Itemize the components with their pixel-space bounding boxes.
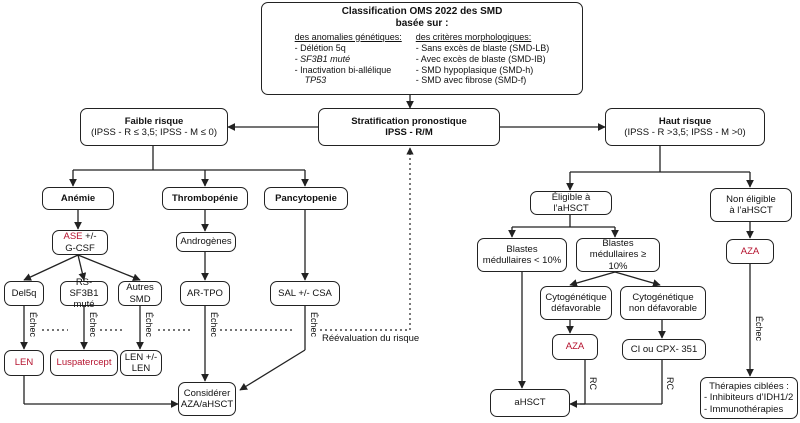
blastes-low-box: Blastes médullaires < 10% xyxy=(477,238,567,272)
classification-title: Classification OMS 2022 des SMD xyxy=(341,6,503,17)
considerer-line1: Considérer xyxy=(183,387,231,399)
echec-label: Échec xyxy=(209,312,219,338)
blastes-high-line2: médullaires ≥ 10% xyxy=(589,249,647,272)
non-eligible-line2: à l’aHSCT xyxy=(729,205,773,216)
blastes-high-line1: Blastes xyxy=(602,238,634,250)
ar-tpo-box: AR-TPO xyxy=(180,281,230,306)
autres-line2: SMD xyxy=(129,293,151,305)
genetic-item: - Inactivation bi-allélique xyxy=(294,64,392,75)
cyto-def-line2: défavorable xyxy=(551,303,601,314)
del5q-box: Del5q xyxy=(4,281,44,306)
therapies-item: - Immunothérapies xyxy=(704,403,784,415)
aza-non-eligible-box: AZA xyxy=(726,239,774,264)
classification-box: Classification OMS 2022 des SMD basée su… xyxy=(261,2,583,95)
rs-sf3b1-box: RS-SF3B1 muté xyxy=(60,277,108,310)
sal-csa-box: SAL +/- CSA xyxy=(270,281,340,306)
haut-risque-title: Haut risque xyxy=(658,115,712,127)
faible-risque-criteria: (IPSS - R ≤ 3,5; IPSS - M ≤ 0) xyxy=(90,127,218,138)
eligible-box: Éligible à l’aHSCT xyxy=(530,191,612,215)
blastes-low-line2: médullaires < 10% xyxy=(482,255,562,266)
morpho-item: - SMD hypoplasique (SMD-h) xyxy=(415,64,534,75)
blastes-low-line1: Blastes xyxy=(506,243,538,255)
ahsct-box: aHSCT xyxy=(490,389,570,417)
non-eligible-line1: Non éligible xyxy=(726,193,776,205)
echec-label: Échec xyxy=(28,312,38,338)
ase-line2: G-CSF xyxy=(65,242,95,254)
morpho-column: des critères morphologiques: - Sans excè… xyxy=(416,32,550,87)
ase-label: ASE xyxy=(63,231,83,243)
genetic-column: des anomalies génétiques: - Délétion 5q … xyxy=(295,32,402,87)
ase-line1: ASE +/- xyxy=(63,231,96,242)
morpho-item: - Avec excès de blaste (SMD-IB) xyxy=(415,53,546,64)
ase-box: ASE +/- G-CSF xyxy=(52,230,108,255)
morpho-heading: des critères morphologiques: xyxy=(415,31,532,42)
faible-risque-box: Faible risque (IPSS - R ≤ 3,5; IPSS - M … xyxy=(80,108,228,146)
echec-label: Échec xyxy=(88,312,98,338)
morpho-item: - SMD avec fibrose (SMD-f) xyxy=(415,75,527,86)
echec-label: Échec xyxy=(754,316,764,342)
genetic-item: - Délétion 5q xyxy=(294,42,346,53)
considerer-line2: AZA/aHSCT xyxy=(180,399,234,410)
stratification-line2: IPSS - R/M xyxy=(385,127,433,138)
therapies-box: Thérapies ciblées : - Inhibiteurs d’IDH1… xyxy=(700,377,798,419)
cyto-nondef-line1: Cytogénétique xyxy=(632,291,694,303)
rs-line1: RS-SF3B1 xyxy=(69,276,99,299)
haut-risque-criteria: (IPSS - R >3,5; IPSS - M >0) xyxy=(624,127,746,138)
considerer-box: Considérer AZA/aHSCT xyxy=(178,382,236,416)
rc-label: RC xyxy=(588,377,598,390)
autres-line1: Autres xyxy=(126,282,154,294)
blastes-high-box: Blastes médullaires ≥ 10% xyxy=(576,238,660,272)
haut-risque-box: Haut risque (IPSS - R >3,5; IPSS - M >0) xyxy=(605,108,765,146)
luspatercept-box: Luspatercept xyxy=(50,350,118,376)
cyto-def-line1: Cytogénétique xyxy=(545,291,607,303)
stratification-box: Stratification pronostique IPSS - R/M xyxy=(318,108,500,146)
pancytopenie-box: Pancytopenie xyxy=(264,187,348,210)
ci-cpx-box: CI ou CPX- 351 xyxy=(622,339,706,360)
cyto-nondef-line2: non défavorable xyxy=(628,303,698,314)
therapies-item: - Inhibiteurs d’IDH1/2 xyxy=(704,392,794,404)
rc-label: RC xyxy=(665,377,675,390)
anemie-box: Anémie xyxy=(42,187,114,210)
non-eligible-box: Non éligible à l’aHSCT xyxy=(710,188,792,222)
androgenes-box: Androgènes xyxy=(176,232,236,252)
cyto-defavorable-box: Cytogénétique défavorable xyxy=(540,286,612,320)
classification-subtitle: basée sur : xyxy=(395,17,449,29)
cyto-non-defavorable-box: Cytogénétique non défavorable xyxy=(620,286,706,320)
len-box: LEN xyxy=(4,350,44,376)
aza-box: AZA xyxy=(552,334,598,360)
genetic-item: TP53 xyxy=(294,75,327,86)
stratification-line1: Stratification pronostique xyxy=(351,115,467,127)
genetic-item: - SF3B1 muté xyxy=(294,53,351,64)
ase-plusminus: +/- xyxy=(82,231,97,243)
morpho-item: - Sans excès de blaste (SMD-LB) xyxy=(415,42,550,53)
len-plus-line2: LEN xyxy=(131,363,151,374)
classification-columns: des anomalies génétiques: - Délétion 5q … xyxy=(295,32,550,87)
faible-risque-title: Faible risque xyxy=(124,115,184,127)
len-plus-line1: LEN +/- xyxy=(124,351,158,363)
echec-label: Échec xyxy=(309,312,319,338)
autres-smd-box: Autres SMD xyxy=(118,281,162,306)
genetic-heading: des anomalies génétiques: xyxy=(294,31,402,42)
echec-label: Échec xyxy=(144,312,154,338)
thrombopenie-box: Thrombopénie xyxy=(162,187,248,210)
therapies-title: Thérapies ciblées : xyxy=(709,381,789,393)
len-plus-box: LEN +/- LEN xyxy=(120,350,162,376)
reevaluation-label: Réévaluation du risque xyxy=(322,333,420,344)
rs-line2: muté xyxy=(73,299,95,311)
